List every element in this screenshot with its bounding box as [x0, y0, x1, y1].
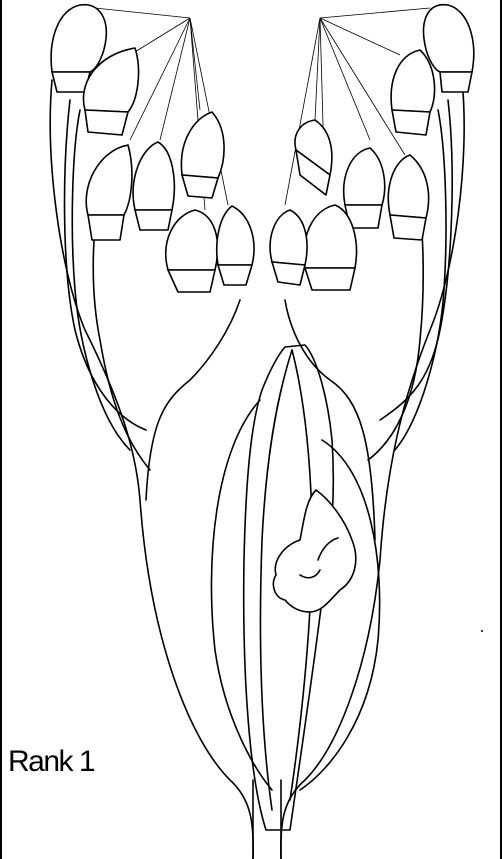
bud: [295, 120, 332, 195]
bud: [388, 155, 428, 240]
central-pod: [211, 345, 379, 830]
rank-label: Rank 1: [8, 745, 94, 779]
bud: [391, 50, 434, 135]
left-bud-cluster: [51, 5, 254, 292]
bud: [86, 145, 132, 240]
bud: [344, 148, 385, 228]
bud: [133, 142, 174, 230]
bud: [217, 206, 254, 285]
bud: [304, 205, 357, 290]
bud: [270, 210, 307, 285]
bud: [181, 112, 224, 198]
speck: [481, 630, 483, 632]
bud: [166, 210, 218, 292]
